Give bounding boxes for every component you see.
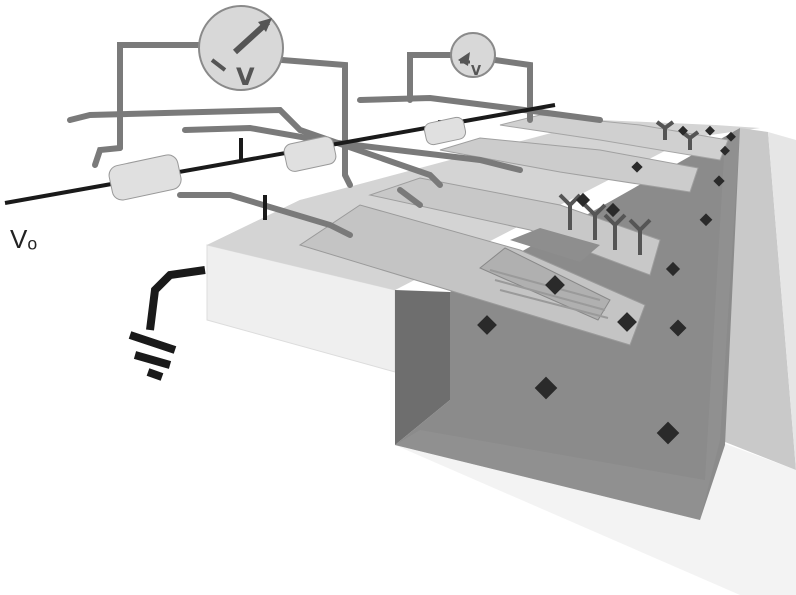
particle-icon [545,275,565,295]
antibody-icon [655,120,675,140]
substrate-right-rail [720,128,796,470]
bias-voltage-label: Vₒ [10,224,37,254]
particle-icon [720,145,730,156]
wire-loop-right [357,94,603,123]
voltmeter-large-label: V [236,63,255,91]
voltmeter-small: V [450,32,496,79]
particle-icon [726,131,736,142]
particle-icon [678,125,688,136]
channel-wall-left [395,290,450,445]
connector-3 [423,116,467,146]
particles [477,125,736,445]
antibody-icon [628,218,652,255]
cantilever-large [298,204,646,346]
particle-icon [705,125,715,136]
particle-icon [713,175,725,187]
particle-icon [669,319,687,337]
particle-icon [605,202,621,218]
particle-icon [631,161,643,173]
cantilever-upper [439,137,699,193]
cantilever-array [298,114,729,346]
voltmeter-small-label: V [471,64,481,79]
particle-icon [665,261,681,277]
particle-icon [575,192,591,208]
serpentine-trace [489,269,609,319]
connectors [108,116,467,201]
wire-loop-left [67,106,443,188]
connector-2 [283,136,337,172]
antibody-icon [583,203,607,240]
ground-icon [128,266,206,381]
wire-lower [177,192,353,238]
particle-icon [617,312,637,332]
antibody-icon [558,193,582,230]
voltmeter-icon [450,32,496,78]
particle-icon [656,421,680,445]
wire-small-meter [407,52,533,123]
particle-icon [534,376,558,400]
connector-1 [108,154,182,201]
voltmeter-large: V [198,5,284,91]
antibody-icon [603,213,627,250]
particle-icon [477,315,497,335]
